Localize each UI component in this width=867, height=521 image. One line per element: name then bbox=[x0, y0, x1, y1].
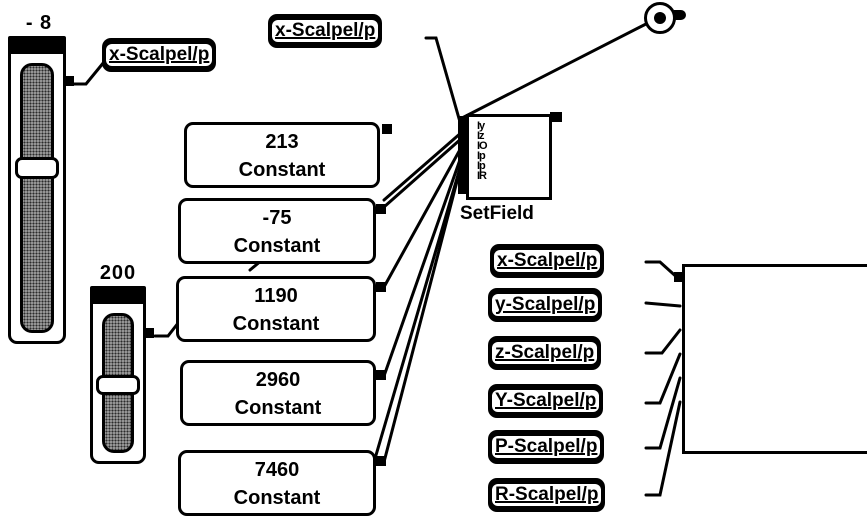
output-label-y[interactable]: y-Scalpel/p bbox=[488, 288, 603, 322]
slider-b[interactable] bbox=[90, 286, 146, 464]
setfield-field: IR bbox=[477, 170, 487, 182]
wire-const-2 bbox=[382, 144, 464, 289]
wire-slider-a-label bbox=[70, 60, 106, 86]
knob-icon[interactable] bbox=[644, 2, 676, 34]
wire-out-5 bbox=[644, 376, 682, 450]
scalpel-label-slider-a[interactable]: x-Scalpel/p bbox=[102, 38, 217, 72]
wire-const-1b bbox=[382, 130, 464, 202]
slider-b-port[interactable] bbox=[146, 328, 154, 338]
slider-a-value: - 8 bbox=[25, 12, 53, 34]
wire-out-4 bbox=[644, 352, 682, 405]
output-label-text: y-Scalpel/p bbox=[492, 294, 599, 316]
setfield-field: Iz bbox=[477, 130, 485, 142]
output-node-port[interactable] bbox=[674, 272, 684, 282]
output-label-text: z-Scalpel/p bbox=[492, 342, 598, 364]
knob-center bbox=[654, 12, 666, 24]
setfield-field-list: Iy Iz IO Ip Ip IR bbox=[477, 120, 488, 182]
output-label-yaw[interactable]: Y-Scalpel/p bbox=[488, 384, 604, 418]
constant-type: Constant bbox=[238, 159, 326, 181]
constant-value: 1190 bbox=[254, 285, 298, 307]
constant-port[interactable] bbox=[382, 124, 392, 134]
output-label-text: R-Scalpel/p bbox=[492, 484, 602, 506]
constant-port[interactable] bbox=[376, 282, 386, 292]
slider-a-track[interactable] bbox=[20, 63, 54, 333]
wire-setfield-knob bbox=[460, 22, 648, 120]
setfield-field: Iy bbox=[477, 120, 485, 132]
constant-type: Constant bbox=[234, 397, 322, 419]
wire-out-1 bbox=[644, 260, 682, 282]
setfield-field: Ip bbox=[477, 160, 486, 172]
output-label-text: x-Scalpel/p bbox=[494, 250, 601, 272]
output-label-roll[interactable]: R-Scalpel/p bbox=[488, 478, 606, 512]
constant-type: Constant bbox=[233, 235, 321, 257]
slider-b-thumb[interactable] bbox=[96, 375, 140, 395]
slider-a-thumb[interactable] bbox=[15, 157, 59, 179]
output-label-x[interactable]: x-Scalpel/p bbox=[490, 244, 605, 278]
knob-port[interactable] bbox=[674, 10, 686, 20]
constant-value: 2960 bbox=[255, 369, 301, 391]
wire-label-setfield bbox=[424, 36, 462, 124]
constant-port[interactable] bbox=[376, 370, 386, 380]
wire-out-3 bbox=[644, 328, 682, 355]
constant-node[interactable]: 7460 Constant bbox=[178, 450, 376, 516]
wire-out-2 bbox=[644, 301, 682, 308]
constant-node[interactable]: -75 Constant bbox=[178, 198, 376, 264]
scalpel-label-setfield-input[interactable]: x-Scalpel/p bbox=[268, 14, 383, 48]
slider-a-port[interactable] bbox=[66, 76, 74, 86]
setfield-title: SetField bbox=[460, 203, 534, 224]
scalpel-label-text: x-Scalpel/p bbox=[272, 20, 379, 42]
wire-out-6 bbox=[644, 400, 682, 497]
constant-node[interactable]: 213 Constant bbox=[184, 122, 380, 188]
output-label-text: P-Scalpel/p bbox=[492, 436, 601, 458]
setfield-node[interactable]: Iy Iz IO Ip Ip IR bbox=[466, 114, 552, 200]
setfield-out-port[interactable] bbox=[550, 112, 562, 122]
constant-type: Constant bbox=[233, 487, 321, 509]
constant-node[interactable]: 1190 Constant bbox=[176, 276, 376, 342]
constant-value: 7460 bbox=[254, 459, 300, 481]
constant-node[interactable]: 2960 Constant bbox=[180, 360, 376, 426]
slider-b-cap bbox=[90, 286, 146, 304]
constant-value: -75 bbox=[262, 207, 292, 229]
setfield-field: IO bbox=[477, 140, 488, 152]
setfield-field: Ip bbox=[477, 150, 486, 162]
constant-port[interactable] bbox=[376, 204, 386, 214]
constant-value: 213 bbox=[265, 131, 299, 153]
constant-port[interactable] bbox=[376, 456, 386, 466]
wire-const-1 bbox=[382, 136, 464, 209]
slider-a[interactable] bbox=[8, 36, 66, 344]
wire-const-4b bbox=[372, 166, 462, 464]
setfield-in-ports[interactable] bbox=[458, 116, 466, 194]
output-label-text: Y-Scalpel/p bbox=[492, 390, 600, 412]
output-node[interactable] bbox=[682, 264, 867, 454]
constant-type: Constant bbox=[232, 313, 320, 335]
slider-a-cap bbox=[8, 36, 66, 54]
wire-const-4 bbox=[382, 160, 464, 464]
scalpel-label-text: x-Scalpel/p bbox=[106, 44, 213, 66]
output-label-pitch[interactable]: P-Scalpel/p bbox=[488, 430, 605, 464]
wire-const-3 bbox=[382, 152, 464, 378]
slider-b-value: 200 bbox=[99, 262, 137, 284]
output-label-z[interactable]: z-Scalpel/p bbox=[488, 336, 602, 370]
